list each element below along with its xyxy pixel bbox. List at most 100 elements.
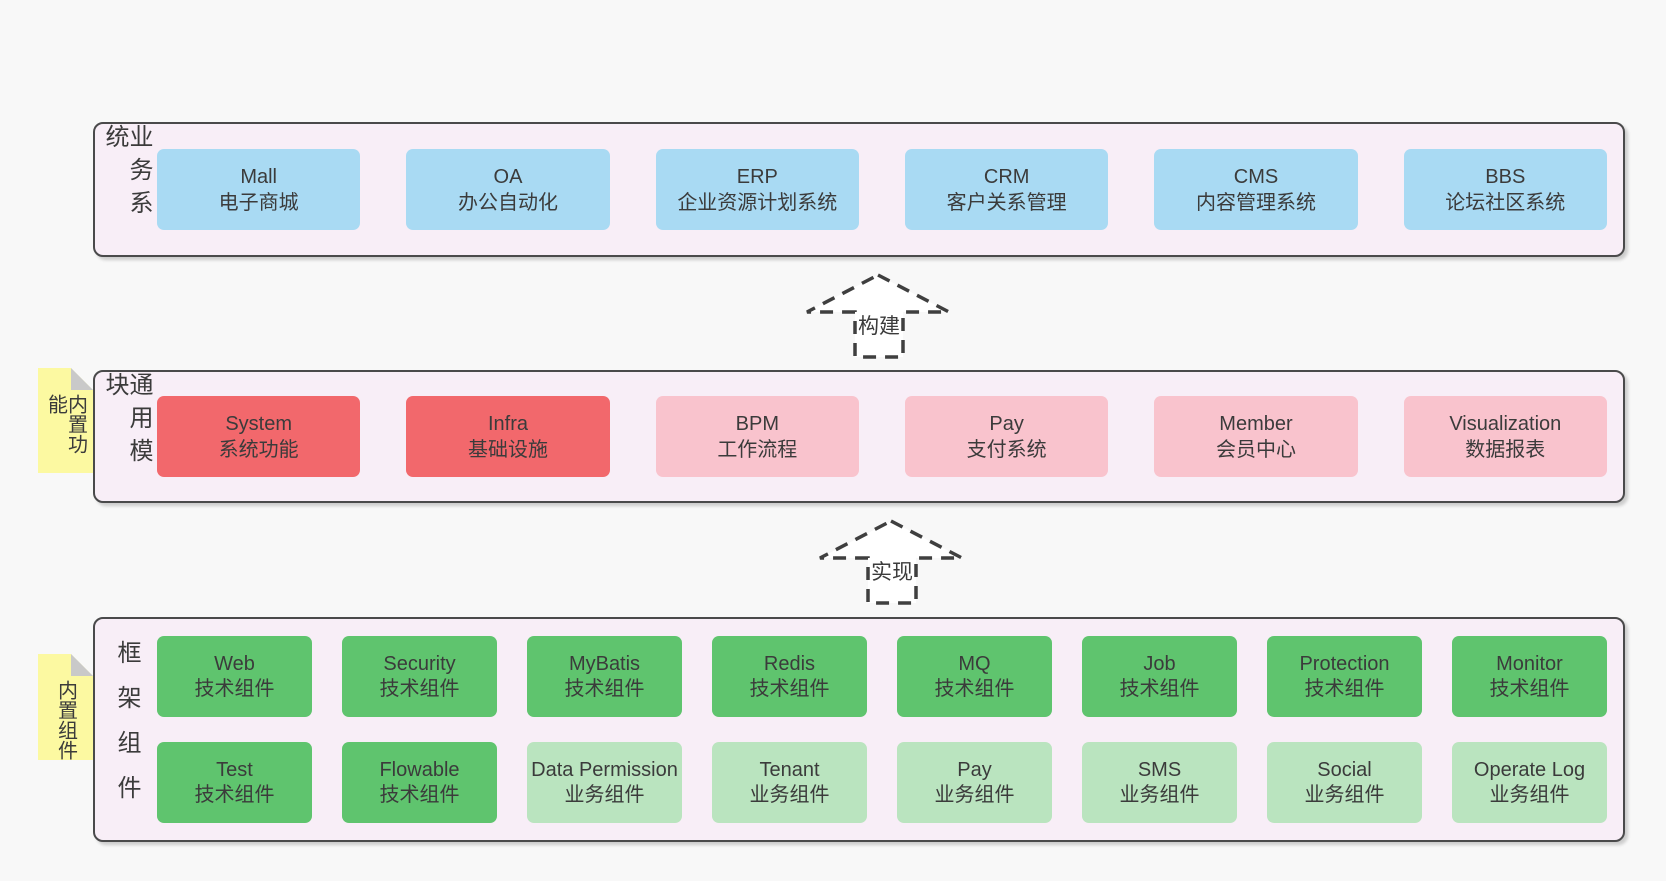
card-system: System 系统功能: [157, 396, 361, 477]
band-label: 业务系统: [101, 124, 152, 223]
card-title: Protection: [1299, 652, 1390, 675]
card-title: SMS: [1137, 758, 1182, 781]
band-label-container: 框架组件: [95, 619, 157, 840]
band-items: Mall 电子商城 OA 办公自动化 ERP 企业资源计划系统 CRM 客户关系…: [157, 124, 1623, 255]
card-subtitle: 技术组件: [379, 677, 460, 700]
card-subtitle: 业务组件: [749, 783, 830, 806]
card-title: OA: [493, 165, 523, 188]
components-row-business: Test 技术组件 Flowable 技术组件 Data Permission …: [157, 742, 1607, 823]
card-title: Security: [383, 652, 456, 675]
card-subtitle: 技术组件: [379, 783, 460, 806]
card-title: CRM: [983, 165, 1030, 188]
arrow-outline: [806, 273, 950, 359]
card-subtitle: 技术组件: [564, 677, 645, 700]
card-subtitle: 办公自动化: [457, 191, 558, 214]
card-subtitle: 电子商城: [218, 191, 299, 214]
band-business-systems: 业务系统 Mall 电子商城 OA 办公自动化 ERP 企业资源计划系统 CRM…: [93, 122, 1625, 257]
implement-arrow-icon: 实现: [819, 519, 963, 605]
card-tenant: Tenant 业务组件: [712, 742, 867, 823]
card-title: Infra: [487, 412, 528, 435]
card-subtitle: 论坛社区系统: [1445, 191, 1566, 214]
band-label: 框架组件: [113, 639, 140, 820]
card-mybatis: MyBatis 技术组件: [527, 636, 682, 717]
card-subtitle: 技术组件: [749, 677, 830, 700]
card-subtitle: 数据报表: [1465, 438, 1546, 461]
card-mall: Mall 电子商城: [157, 149, 361, 230]
card-subtitle: 企业资源计划系统: [677, 191, 838, 214]
card-title: Mall: [240, 165, 277, 188]
card-social: Social 业务组件: [1267, 742, 1422, 823]
card-subtitle: 技术组件: [194, 783, 275, 806]
band-label-container: 通用模块: [95, 372, 157, 501]
card-subtitle: 会员中心: [1215, 438, 1296, 461]
card-bpm: BPM 工作流程: [655, 396, 859, 477]
note-fold-corner-icon: [71, 654, 93, 676]
card-pay-module: Pay 支付系统: [904, 396, 1109, 477]
card-title: Pay: [957, 758, 992, 781]
card-title: Flowable: [379, 758, 460, 781]
card-title: Pay: [989, 412, 1024, 435]
arrow-outline: [819, 519, 963, 605]
card-cms: CMS 内容管理系统: [1154, 149, 1358, 230]
card-subtitle: 技术组件: [1119, 677, 1200, 700]
card-protection: Protection 技术组件: [1267, 636, 1422, 717]
band-rows: Web 技术组件 Security 技术组件 MyBatis 技术组件 Redi…: [157, 619, 1623, 840]
card-title: BBS: [1485, 165, 1526, 188]
card-subtitle: 客户关系管理: [946, 191, 1067, 214]
components-row-tech: Web 技术组件 Security 技术组件 MyBatis 技术组件 Redi…: [157, 636, 1607, 717]
card-title: ERP: [736, 165, 778, 188]
card-flowable: Flowable 技术组件: [342, 742, 497, 823]
band-label: 通用模块: [101, 372, 152, 471]
card-subtitle: 基础设施: [467, 438, 548, 461]
card-subtitle: 技术组件: [934, 677, 1015, 700]
card-title: CMS: [1233, 165, 1279, 188]
card-job: Job 技术组件: [1082, 636, 1237, 717]
card-sms: SMS 业务组件: [1082, 742, 1237, 823]
card-subtitle: 业务组件: [1304, 783, 1385, 806]
card-title: BPM: [735, 412, 779, 435]
sticky-note-text: 内置功能: [44, 394, 87, 454]
card-infra: Infra 基础设施: [406, 396, 610, 477]
card-test: Test 技术组件: [157, 742, 312, 823]
card-mq: MQ 技术组件: [897, 636, 1052, 717]
card-subtitle: 技术组件: [1304, 677, 1385, 700]
band-common-modules: 通用模块 System 系统功能 Infra 基础设施 BPM 工作流程 Pay…: [93, 370, 1625, 503]
card-subtitle: 工作流程: [717, 438, 798, 461]
card-subtitle: 系统功能: [218, 438, 299, 461]
card-title: MQ: [958, 652, 991, 675]
card-subtitle: 业务组件: [564, 783, 645, 806]
card-monitor: Monitor 技术组件: [1452, 636, 1607, 717]
card-title: Social: [1317, 758, 1372, 781]
card-crm: CRM 客户关系管理: [904, 149, 1109, 230]
card-subtitle: 业务组件: [1489, 783, 1570, 806]
card-subtitle: 内容管理系统: [1195, 191, 1316, 214]
card-web: Web 技术组件: [157, 636, 312, 717]
sticky-note-text: 内置组件: [54, 680, 77, 760]
card-operate-log: Operate Log 业务组件: [1452, 742, 1607, 823]
card-title: Job: [1143, 652, 1176, 675]
band-label-container: 业务系统: [95, 124, 157, 255]
card-subtitle: 技术组件: [1489, 677, 1570, 700]
card-title: System: [225, 412, 292, 435]
arrow-label: 实现: [871, 561, 913, 584]
card-security: Security 技术组件: [342, 636, 497, 717]
card-title: Monitor: [1496, 652, 1563, 675]
card-erp: ERP 企业资源计划系统: [655, 149, 859, 230]
card-subtitle: 支付系统: [966, 438, 1047, 461]
card-title: Visualization: [1449, 412, 1562, 435]
card-title: Member: [1219, 412, 1293, 435]
card-oa: OA 办公自动化: [406, 149, 610, 230]
card-title: Web: [214, 652, 255, 675]
card-subtitle: 业务组件: [1119, 783, 1200, 806]
card-title: Test: [216, 758, 253, 781]
arrow-label: 构建: [858, 315, 900, 338]
note-fold-corner-icon: [71, 368, 93, 390]
card-subtitle: 技术组件: [194, 677, 275, 700]
card-data-permission: Data Permission 业务组件: [527, 742, 682, 823]
band-items: System 系统功能 Infra 基础设施 BPM 工作流程 Pay 支付系统…: [157, 372, 1623, 501]
card-subtitle: 业务组件: [934, 783, 1015, 806]
card-title: Tenant: [759, 758, 820, 781]
card-visualization: Visualization 数据报表: [1403, 396, 1607, 477]
card-bbs: BBS 论坛社区系统: [1403, 149, 1607, 230]
card-member: Member 会员中心: [1154, 396, 1358, 477]
